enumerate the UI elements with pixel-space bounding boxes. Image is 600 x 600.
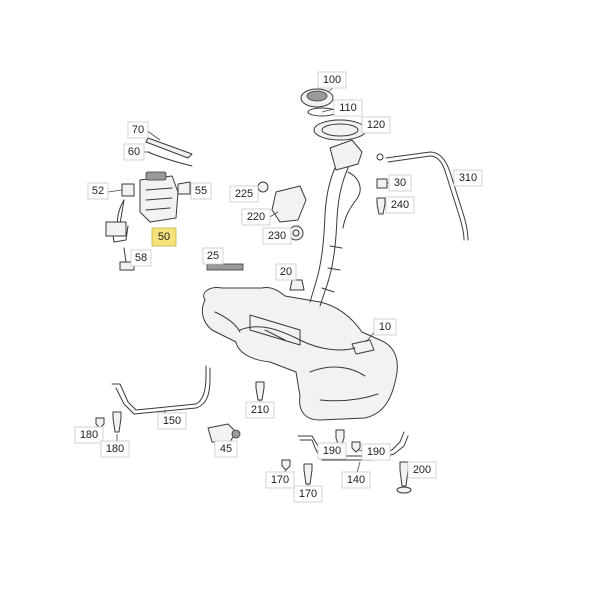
heat-shield-220 (271, 185, 307, 223)
callout-50[interactable]: 50 (151, 227, 177, 247)
callout-60[interactable]: 60 (123, 143, 145, 161)
clip-52 (121, 183, 135, 197)
callout-58[interactable]: 58 (130, 249, 152, 267)
callout-20[interactable]: 20 (275, 263, 297, 281)
callout-120[interactable]: 120 (361, 116, 391, 134)
breather-line (385, 151, 469, 241)
bracket-30 (376, 178, 388, 189)
svg-text:70: 70 (132, 124, 144, 136)
callout-310[interactable]: 310 (453, 169, 483, 187)
bolt-210 (255, 381, 265, 401)
svg-text:52: 52 (92, 185, 104, 197)
svg-text:225: 225 (235, 188, 253, 200)
svg-text:170: 170 (299, 488, 317, 500)
callout-100[interactable]: 100 (317, 71, 347, 89)
callout-10[interactable]: 10 (373, 318, 397, 336)
svg-text:30: 30 (394, 177, 406, 189)
svg-text:25: 25 (207, 250, 219, 262)
svg-text:60: 60 (128, 146, 140, 158)
svg-text:10: 10 (379, 321, 391, 333)
svg-text:190: 190 (323, 445, 341, 457)
callout-220[interactable]: 220 (241, 208, 271, 226)
bolt-170 (303, 463, 313, 485)
svg-text:310: 310 (459, 172, 477, 184)
callout-190[interactable]: 190 (317, 442, 347, 460)
fuel-tank (201, 287, 398, 421)
callout-170[interactable]: 170 (265, 471, 295, 489)
fuel-pump-module (105, 171, 179, 243)
callout-190[interactable]: 190 (361, 443, 391, 461)
callout-70[interactable]: 70 (127, 121, 149, 139)
callout-25[interactable]: 25 (202, 247, 224, 265)
callout-45[interactable]: 45 (214, 440, 238, 458)
svg-text:200: 200 (413, 464, 431, 476)
bolt-180 (95, 417, 105, 429)
callout-170[interactable]: 170 (293, 485, 323, 503)
svg-text:45: 45 (220, 443, 232, 455)
tank-strap-150 (111, 365, 207, 411)
sensor-45 (207, 423, 241, 443)
grommet-20 (289, 279, 305, 291)
callout-30[interactable]: 30 (388, 174, 412, 192)
callout-240[interactable]: 240 (385, 196, 415, 214)
callout-200[interactable]: 200 (407, 461, 437, 479)
svg-text:20: 20 (280, 266, 292, 278)
callout-180[interactable]: 180 (74, 426, 104, 444)
callout-110[interactable]: 110 (333, 99, 363, 117)
svg-text:190: 190 (367, 446, 385, 458)
bolt-170 (281, 459, 291, 471)
callout-140[interactable]: 140 (341, 471, 371, 489)
clip-55 (177, 181, 191, 195)
callout-180[interactable]: 180 (100, 440, 130, 458)
bolt-200 (399, 461, 409, 487)
svg-text:110: 110 (339, 102, 357, 114)
callout-150[interactable]: 150 (157, 412, 187, 430)
bolt-180 (112, 411, 122, 433)
svg-text:180: 180 (106, 443, 124, 455)
callout-230[interactable]: 230 (262, 227, 292, 245)
svg-text:180: 180 (80, 429, 98, 441)
svg-text:50: 50 (158, 231, 170, 243)
svg-text:100: 100 (323, 74, 341, 86)
filler-neck (309, 139, 384, 307)
callout-210[interactable]: 210 (245, 401, 275, 419)
svg-text:210: 210 (251, 404, 269, 416)
svg-text:170: 170 (271, 474, 289, 486)
clip-225 (257, 181, 269, 193)
svg-text:220: 220 (247, 211, 265, 223)
callout-55[interactable]: 55 (190, 182, 212, 200)
svg-text:120: 120 (367, 119, 385, 131)
pad-25 (206, 263, 244, 271)
svg-text:55: 55 (195, 185, 207, 197)
callout-52[interactable]: 52 (87, 182, 109, 200)
callout-225[interactable]: 225 (229, 185, 259, 203)
svg-text:140: 140 (347, 474, 365, 486)
svg-text:150: 150 (163, 415, 181, 427)
svg-text:58: 58 (135, 252, 147, 264)
filler-ring (313, 119, 367, 141)
screw-240 (376, 197, 386, 215)
pump-gasket-60 (147, 151, 193, 167)
svg-text:240: 240 (391, 199, 409, 211)
pump-gasket-70 (145, 137, 193, 159)
bolt-190 (335, 429, 345, 445)
filler-cap (300, 79, 343, 108)
svg-text:230: 230 (268, 230, 286, 242)
